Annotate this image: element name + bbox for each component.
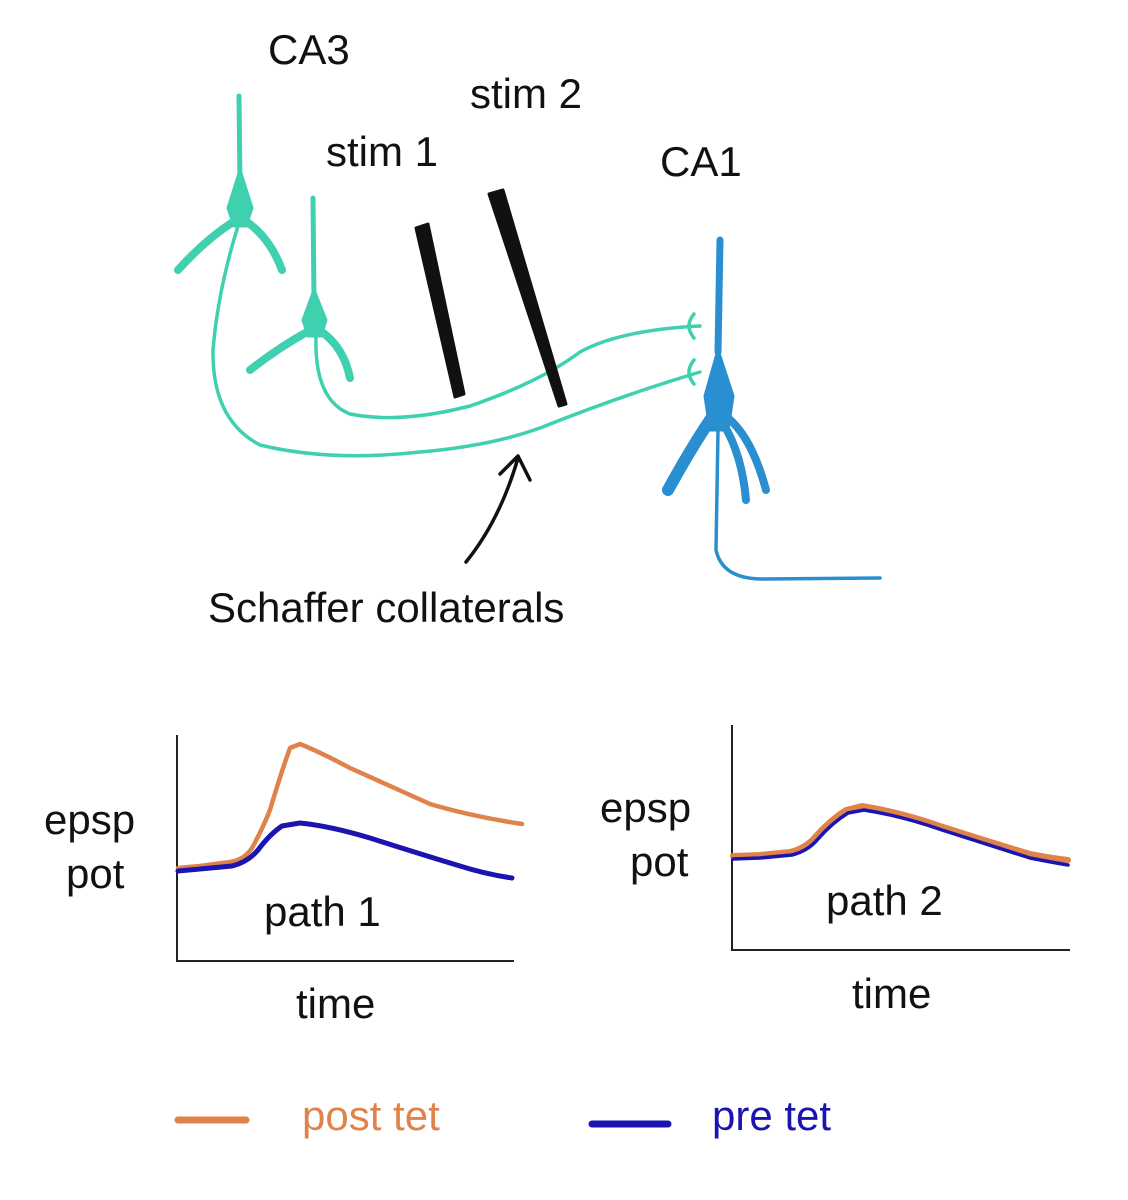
plot-1-ylabel-line2: pot xyxy=(66,850,125,897)
ca1-apical-dendrite xyxy=(714,236,724,356)
schaffer-collaterals-label: Schaffer collaterals xyxy=(208,584,564,631)
ca3-small-basal-right xyxy=(318,328,354,382)
plot-2-ylabel-line1: epsp xyxy=(600,784,691,831)
schaffer-arrow xyxy=(464,454,532,564)
stim-1-label: stim 1 xyxy=(326,128,438,175)
plot-2-pre-tet-trace xyxy=(731,808,1070,867)
ca3-label: CA3 xyxy=(268,26,350,73)
plot-2-ylabel-line2: pot xyxy=(630,838,689,885)
stim-1-electrode xyxy=(414,222,466,399)
synaptic-terminals xyxy=(687,312,696,386)
plot-1-path-label: path 1 xyxy=(264,888,381,935)
schaffer-arrow-head xyxy=(498,454,532,482)
ca3-large-soma xyxy=(226,168,254,228)
plot-path-1: epsp pot path 1 time xyxy=(44,735,525,1027)
schaffer-arrow-shaft xyxy=(464,456,520,564)
ca1-axon xyxy=(714,428,882,581)
ca1-label: CA1 xyxy=(660,138,742,185)
stim-2-label: stim 2 xyxy=(470,70,582,117)
plot-1-ylabel-line1: epsp xyxy=(44,796,135,843)
ca1-basal-mid xyxy=(720,421,750,504)
ca3-small-basal-left xyxy=(246,328,311,374)
legend-post-tet-label: post tet xyxy=(302,1092,440,1139)
ca3-small-axon xyxy=(314,324,702,420)
plot-1-axes xyxy=(176,735,514,962)
plot-2-path-label: path 2 xyxy=(826,877,943,924)
ca3-small-apical-dendrite xyxy=(310,195,317,303)
ca3-large-basal-left xyxy=(174,218,237,274)
ca3-neuron-small xyxy=(246,195,702,420)
legend-pre-tet-label: pre tet xyxy=(712,1092,831,1139)
ca1-basal-left xyxy=(662,414,716,496)
plot-2-axes xyxy=(731,725,1070,951)
plot-1-pre-tet-trace xyxy=(175,820,515,881)
terminal-bottom xyxy=(687,358,696,386)
terminal-top xyxy=(687,312,696,340)
ca3-large-basal-right xyxy=(243,218,286,274)
plot-1-post-tet-trace xyxy=(175,741,525,871)
ca3-large-axon xyxy=(211,224,702,458)
ca3-neuron-large xyxy=(174,93,702,458)
legend: post tet pre tet xyxy=(174,1092,831,1139)
plot-2-xlabel: time xyxy=(852,970,931,1017)
ca1-neuron xyxy=(662,236,882,581)
ca1-basal-right xyxy=(724,414,770,494)
plot-2-post-tet-trace xyxy=(730,803,1071,863)
plot-path-2: epsp pot path 2 time xyxy=(600,725,1071,1017)
stim-2-electrode xyxy=(487,188,568,408)
plot-1-xlabel: time xyxy=(296,980,375,1027)
